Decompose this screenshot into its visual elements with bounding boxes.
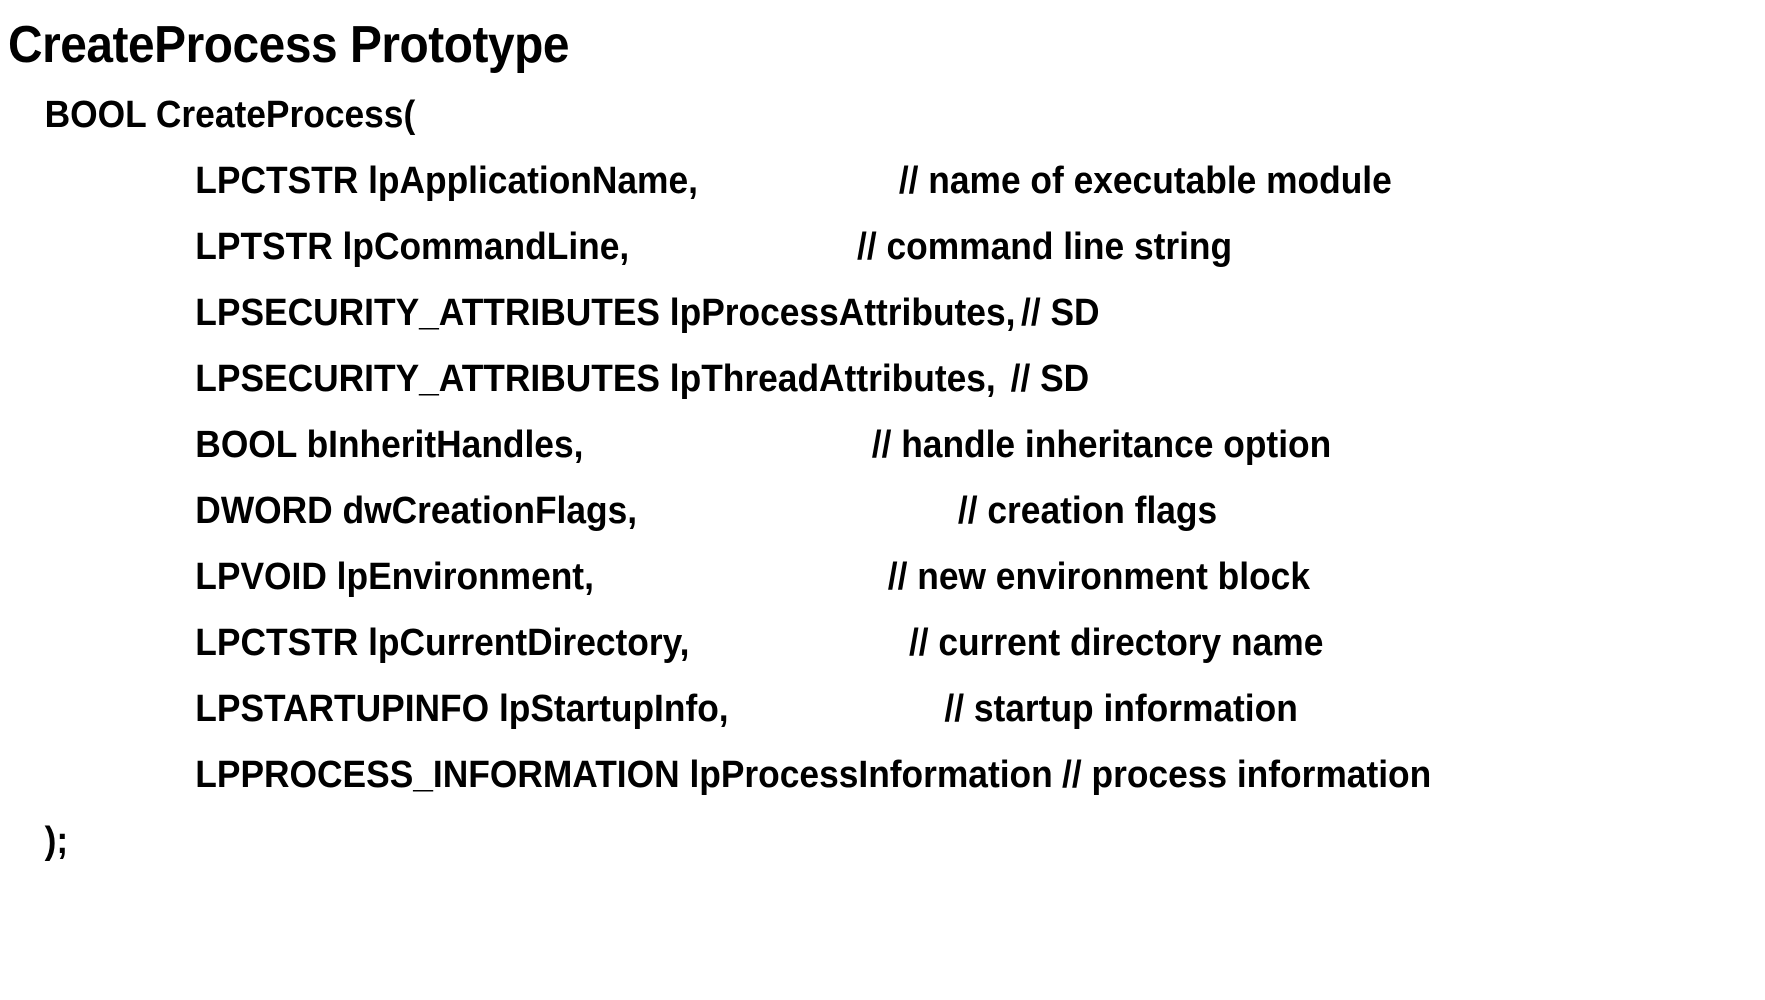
param-comment: // SD	[1010, 358, 1090, 400]
param-comment: // SD	[1021, 292, 1100, 334]
signature-open-text: BOOL CreateProcess(	[44, 94, 416, 136]
param-line-6: LPVOID lpEnvironment, // new environment…	[0, 558, 1641, 624]
param-line-9: LPPROCESS_INFORMATION lpProcessInformati…	[0, 756, 1641, 822]
param-declaration: LPCTSTR lpApplicationName,	[195, 160, 698, 202]
param-comment: // handle inheritance option	[871, 424, 1332, 466]
param-line-8: LPSTARTUPINFO lpStartupInfo, // startup …	[0, 690, 1641, 756]
param-line-2: LPSECURITY_ATTRIBUTES lpProcessAttribute…	[0, 294, 1641, 360]
signature-close-line: );	[0, 822, 1641, 888]
param-comment: // creation flags	[957, 490, 1218, 532]
param-line-3: LPSECURITY_ATTRIBUTES lpThreadAttributes…	[0, 360, 1641, 426]
param-line-7: LPCTSTR lpCurrentDirectory, // current d…	[0, 624, 1641, 690]
param-comment: // new environment block	[887, 556, 1310, 598]
param-line-4: BOOL bInheritHandles, // handle inherita…	[0, 426, 1641, 492]
param-comment: // current directory name	[908, 622, 1324, 664]
param-line-1: LPTSTR lpCommandLine, // command line st…	[0, 228, 1641, 294]
signature-close-text: );	[44, 820, 69, 862]
param-comment: // process information	[1062, 754, 1432, 796]
param-declaration: LPSECURITY_ATTRIBUTES lpProcessAttribute…	[195, 292, 1016, 334]
param-declaration: LPTSTR lpCommandLine,	[195, 226, 630, 268]
param-line-5: DWORD dwCreationFlags, // creation flags	[0, 492, 1641, 558]
code-block: BOOL CreateProcess( LPCTSTR lpApplicatio…	[0, 96, 1765, 888]
param-comment: // startup information	[944, 688, 1298, 730]
param-line-0: LPCTSTR lpApplicationName, // name of ex…	[0, 162, 1641, 228]
param-declaration: LPSECURITY_ATTRIBUTES lpThreadAttributes…	[195, 358, 996, 400]
param-declaration: LPPROCESS_INFORMATION lpProcessInformati…	[195, 754, 1053, 796]
param-declaration: LPSTARTUPINFO lpStartupInfo,	[195, 688, 729, 730]
param-declaration: LPVOID lpEnvironment,	[195, 556, 594, 598]
param-comment: // name of executable module	[898, 160, 1392, 202]
page-title: CreateProcess Prototype	[8, 16, 570, 74]
param-declaration: LPCTSTR lpCurrentDirectory,	[195, 622, 690, 664]
signature-open-line: BOOL CreateProcess(	[0, 96, 1641, 162]
param-declaration: DWORD dwCreationFlags,	[195, 490, 638, 532]
param-declaration: BOOL bInheritHandles,	[195, 424, 584, 466]
param-comment: // command line string	[857, 226, 1233, 268]
